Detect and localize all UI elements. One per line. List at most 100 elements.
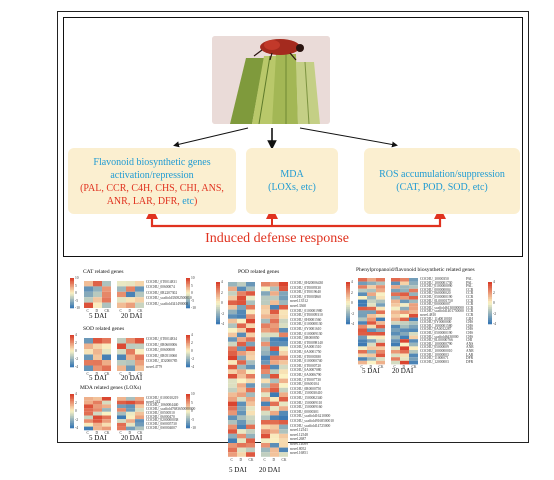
phenyl-heat-axis-CK: CK [378,365,384,370]
phenyl-heat-cell [376,314,385,318]
cat-heat-cell [117,286,126,292]
mda-heat-cell [126,408,135,412]
sod-colorbar-right-seg [186,347,190,350]
phenyl-colorbar-right-seg [488,319,492,323]
cat-heat-axis-D: D [128,309,132,313]
pod-heat-cell [279,369,288,374]
pod-gene: COCHU_0T00009310 [290,313,323,318]
cat-colorbar-seg [70,281,74,283]
sod-heat-cell [102,354,111,360]
sod-heat-axis-CK: CK [104,372,110,376]
pod-heat-cell [228,420,237,425]
cat-heat-cell [93,291,102,298]
pod-heat-cell [237,447,246,453]
phenyl-colorbar-seg [346,303,350,306]
pod-heat-cell [237,374,246,379]
phenyl-heat-cell [400,324,409,329]
pod-heat-cell [228,397,237,402]
phenyl-5dai: 5 DAI [362,367,380,375]
pod-gene: COCHU_1500009160 [290,405,323,410]
phenyl-colorbar-right-seg [488,321,492,325]
phenyl-heat-cell [358,335,367,340]
phenyl-colorbar-seg [346,290,350,293]
pod-heat-cell [261,337,270,342]
arrow-to-ros [299,127,398,148]
pod-heat-cell [279,420,288,425]
phenyl-heat-cell [367,335,376,340]
phenyl-colorbar-right-tick: 2 [493,290,495,295]
phenyl-heat-cell [367,342,376,347]
pod-heat-cell [261,433,270,439]
phenyl-colorbar-seg [346,307,350,310]
pod-gene: novel.13512 [290,299,308,304]
mda-heat-cell [84,397,93,401]
sod-colorbar-right-seg [186,339,190,342]
mda-gene: COCHU_06000470 [146,414,175,419]
pod-heat-cell [246,392,255,397]
pod-heat-cell [261,323,270,328]
phenyl-heat-cell [409,278,418,282]
pod-heat-cell [246,318,255,324]
mda-colorbar-seg [70,394,74,396]
mda-colorbar-seg [70,422,74,425]
pod-heat-cell [261,364,270,370]
pod-heat-cell [270,291,279,296]
pod-heat-cell [246,332,255,338]
pod-heat-cell [270,447,279,453]
cat-heat-cell [84,297,93,303]
mda-colorbar-right-tick: 0 [191,409,193,413]
pod-gene: COCHU_00000301 [290,409,319,414]
cat-heat-cell [135,286,144,292]
pod-gene: COCHU_0H0001560 [290,317,322,322]
sod-colorbar-right-seg [186,341,190,344]
phenyl-colorbar-right-seg [488,294,492,297]
pod-heat-cell [228,415,237,420]
summary-box [63,17,523,257]
pod-heat-cell [279,415,288,420]
phenyl-category: ANS [466,341,474,346]
mda-heat-cell [84,422,93,427]
sod-heat-cell [126,343,135,349]
pod-heat-cell [279,364,288,370]
phenyl-colorbar-right-seg [488,315,492,318]
pod-heat-cell [237,323,246,328]
sod-colorbar-seg [70,363,74,366]
phenyl-heat-cell [367,299,376,304]
beetle-leaf-photo [212,36,330,124]
phenyl-gene: COCHU_1000001580 [420,323,453,328]
cat-colorbar-right-tick: 10 [191,276,195,280]
mda-colorbar-right-seg [186,417,190,420]
pod-heat-cell [237,318,246,324]
ros-line1: ROS accumulation/suppression [379,169,505,180]
phenyl-gene: COCHU_0L00001750 [420,298,453,303]
phenyl-heat-cell [391,346,400,350]
sod-colorbar-seg [70,343,74,345]
cat-colorbar-seg [70,300,74,303]
pod-heat-cell [279,424,288,430]
phenyl-gene: COCHU_0500000190 [420,331,453,335]
mda-colorbar-right-seg [186,424,190,427]
phenyl-gene: COCHU_1000001730 [420,280,453,285]
pod-heat-cell [237,314,246,319]
mda-colorbar-right-seg [186,421,190,424]
phenyl-heat-cell [358,317,367,322]
pod-gene: novel.3360 [290,304,307,308]
phenyl-gene: COCHU_1000000010 [420,349,453,353]
phenyl-heat-cell [409,360,418,365]
pod-heat-cell [246,401,255,407]
mda-heat-cell [135,426,144,431]
pod-heat-cell [246,291,255,296]
phenyl-heat-axis-C: C [393,365,396,370]
mda-colorbar-seg [70,404,74,407]
pod-heat-cell [228,429,237,434]
pod-heat-axis-D: D [272,457,276,462]
pod-heat-cell [228,433,237,439]
pod-heat-cell [237,305,246,310]
pod-heat-cell [246,328,255,333]
phenyl-colorbar-seg [346,284,350,287]
phenyl-heat-cell [391,317,400,322]
phenyl-heat-cell [391,353,400,358]
mda-heat-cell [84,415,93,420]
sod-heat-cell [102,349,111,355]
pod-heat-cell [279,328,288,333]
